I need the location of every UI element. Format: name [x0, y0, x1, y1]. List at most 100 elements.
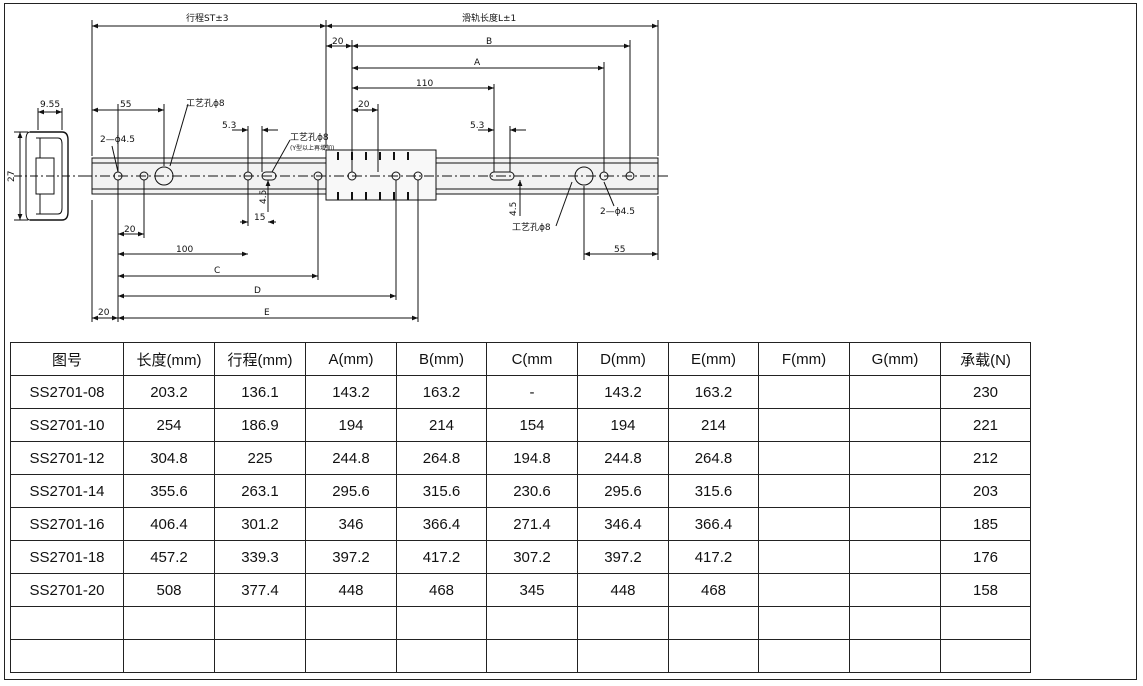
col-header-g: G(mm): [849, 342, 941, 376]
cell-c: 230.6: [486, 474, 578, 508]
cross-section-view: [14, 108, 82, 221]
spec-table: 图号 长度(mm) 行程(mm) A(mm) B(mm) C(mm D(mm) …: [10, 342, 1031, 673]
cell-c: 154: [486, 408, 578, 442]
cell-f: [758, 441, 850, 475]
dim-a-label: A: [474, 58, 481, 68]
cell-a: 194: [305, 408, 397, 442]
cell-part-no: SS2701-10: [10, 408, 124, 442]
cell-e: 417.2: [668, 540, 759, 574]
col-header-length: 长度(mm): [123, 342, 215, 376]
cell-f: [758, 606, 850, 640]
cell-f: [758, 573, 850, 607]
page-frame: [4, 3, 1137, 680]
process-hole-note: (Y型以上再增加): [290, 144, 334, 152]
cell-d: 244.8: [577, 441, 669, 475]
process-hole-right-label: 工艺孔ϕ8: [512, 222, 551, 233]
cell-c: [486, 606, 578, 640]
cell-length: [123, 639, 215, 673]
col-header-c: C(mm: [486, 342, 578, 376]
cell-part-no: SS2701-14: [10, 474, 124, 508]
cell-a: 346: [305, 507, 397, 541]
dim-e-label: E: [264, 308, 270, 318]
cell-g: [849, 606, 941, 640]
table-row: [10, 606, 1031, 640]
cell-load: 158: [940, 573, 1031, 607]
col-header-a: A(mm): [305, 342, 397, 376]
rail-length-label: 滑轨长度L±1: [462, 12, 516, 24]
stroke-dimension-label: 行程ST±3: [186, 12, 228, 24]
cell-stroke: 225: [214, 441, 306, 475]
dim-4-5-right-label: 4.5: [509, 202, 519, 216]
cell-e: 468: [668, 573, 759, 607]
dim-9-55-label: 9.55: [40, 100, 60, 110]
cell-d: 194: [577, 408, 669, 442]
cell-stroke: [214, 639, 306, 673]
cell-f: [758, 639, 850, 673]
cell-f: [758, 540, 850, 574]
cell-b: 366.4: [396, 507, 487, 541]
cell-load: [940, 606, 1031, 640]
rail-side-view: [82, 149, 670, 201]
cell-c: [486, 639, 578, 673]
cell-g: [849, 540, 941, 574]
cell-g: [849, 507, 941, 541]
cell-d: 346.4: [577, 507, 669, 541]
cell-part-no: SS2701-08: [10, 375, 124, 409]
col-header-d: D(mm): [577, 342, 669, 376]
cell-d: [577, 606, 669, 640]
col-header-stroke: 行程(mm): [214, 342, 306, 376]
cell-b: [396, 639, 487, 673]
col-header-e: E(mm): [668, 342, 759, 376]
dim-d-label: D: [254, 286, 261, 296]
cell-stroke: 301.2: [214, 507, 306, 541]
col-header-f: F(mm): [758, 342, 850, 376]
cell-part-no: [10, 606, 124, 640]
table-row: [10, 639, 1031, 673]
cell-part-no: [10, 639, 124, 673]
cell-length: 508: [123, 573, 215, 607]
cell-e: 163.2: [668, 375, 759, 409]
cell-stroke: [214, 606, 306, 640]
cell-load: 230: [940, 375, 1031, 409]
cell-load: 221: [940, 408, 1031, 442]
cell-stroke: 186.9: [214, 408, 306, 442]
cell-length: 457.2: [123, 540, 215, 574]
cell-length: 406.4: [123, 507, 215, 541]
dim-27-label: 27: [7, 171, 17, 182]
cell-stroke: 339.3: [214, 540, 306, 574]
cell-g: [849, 474, 941, 508]
cell-a: [305, 606, 397, 640]
dim-20-far-label: 20: [98, 308, 110, 318]
cell-b: 214: [396, 408, 487, 442]
cell-stroke: 136.1: [214, 375, 306, 409]
process-hole-mid-label: 工艺孔ϕ8: [290, 132, 329, 143]
dim-5-3-right-label: 5.3: [470, 121, 484, 131]
cell-e: 264.8: [668, 441, 759, 475]
cell-e: 214: [668, 408, 759, 442]
col-header-part-no: 图号: [10, 342, 124, 376]
dim-20-bottom-label: 20: [124, 225, 136, 235]
dim-5-3-left-label: 5.3: [222, 121, 236, 131]
cell-part-no: SS2701-20: [10, 573, 124, 607]
cell-b: 315.6: [396, 474, 487, 508]
col-header-load: 承载(N): [940, 342, 1031, 376]
cell-b: [396, 606, 487, 640]
cell-a: 143.2: [305, 375, 397, 409]
cell-load: 176: [940, 540, 1031, 574]
cell-part-no: SS2701-18: [10, 540, 124, 574]
dim-b-label: B: [486, 37, 492, 47]
table-header-row: 图号 长度(mm) 行程(mm) A(mm) B(mm) C(mm D(mm) …: [10, 342, 1031, 376]
cell-stroke: 263.1: [214, 474, 306, 508]
cell-g: [849, 375, 941, 409]
dim-20-inner-label: 20: [358, 100, 370, 110]
cell-c: 271.4: [486, 507, 578, 541]
cell-d: 448: [577, 573, 669, 607]
cell-e: 366.4: [668, 507, 759, 541]
cell-c: 307.2: [486, 540, 578, 574]
dim-110-label: 110: [416, 79, 433, 89]
cell-e: 315.6: [668, 474, 759, 508]
